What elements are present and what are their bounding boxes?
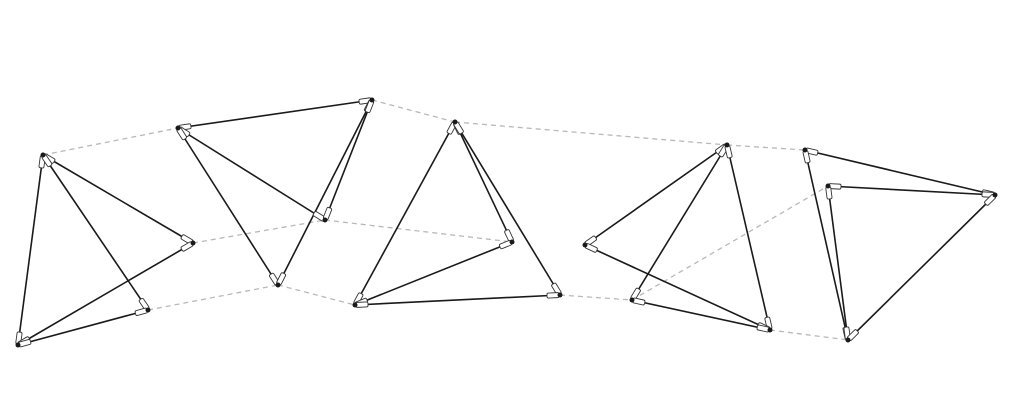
- joint-c1-connector-hub-icon: [134, 297, 151, 316]
- cable-c3-c4: [559, 294, 633, 301]
- joint-hub: [509, 239, 515, 245]
- joint-b4-connector-hub-icon: [582, 235, 598, 253]
- joint-a1-connector-hub-icon: [38, 152, 56, 169]
- strut-layer: [17, 99, 996, 346]
- joint-c4-connector-hub-icon: [629, 287, 646, 306]
- strut-a3-c3: [454, 121, 561, 296]
- joint-d2-connector-hub-icon: [269, 272, 287, 288]
- cable-a3-a4: [454, 121, 728, 146]
- connector-sleeve: [355, 301, 369, 308]
- joint-b2-connector-hub-icon: [358, 97, 375, 114]
- cable-b1-c2: [192, 219, 326, 244]
- joint-d1-connector-hub-icon: [15, 331, 32, 348]
- joint-hub: [582, 242, 588, 248]
- joint-c5-connector-hub-icon: [981, 189, 998, 206]
- joint-hub: [452, 119, 458, 125]
- joint-hub: [322, 217, 328, 223]
- strut-a1-c1: [42, 154, 149, 311]
- strut-b2-d2: [277, 99, 373, 286]
- connector-sleeve: [546, 292, 560, 299]
- cable-c1-d2: [147, 284, 279, 311]
- strut-a1-d1: [17, 154, 44, 346]
- joint-c2-connector-hub-icon: [312, 206, 333, 223]
- strut-a4-d4: [726, 144, 771, 331]
- joint-hub: [845, 337, 851, 343]
- joint-hub: [145, 307, 151, 313]
- cable-d4-d5: [769, 329, 849, 341]
- joint-a2-connector-hub-icon: [175, 123, 192, 141]
- strut-a5-d5: [804, 149, 849, 341]
- strut-a2-c2: [177, 127, 326, 221]
- strut-d3-b3: [354, 241, 513, 306]
- joint-hub: [557, 292, 563, 298]
- joint-hub: [369, 97, 375, 103]
- strut-d1-b1: [17, 242, 194, 346]
- strut-c5-d5: [847, 194, 996, 341]
- strut-a2-b2: [177, 99, 373, 129]
- connector-sleeve: [825, 186, 833, 200]
- joint-a5-connector-hub-icon: [802, 147, 819, 164]
- joint-b1-connector-hub-icon: [180, 234, 196, 252]
- joint-b5-connector-hub-icon: [825, 183, 842, 200]
- joint-hub: [992, 192, 998, 198]
- strut-d3-c3: [354, 294, 561, 306]
- strut-a4-c4: [631, 144, 728, 301]
- joint-hub: [825, 183, 831, 189]
- strut-a5-c5: [804, 149, 996, 196]
- cable-d2-d3: [277, 284, 356, 306]
- cable-b2-a3: [371, 99, 456, 123]
- connector-sleeve: [724, 145, 733, 159]
- strut-b4-d4: [584, 244, 771, 331]
- joint-hub: [275, 282, 281, 288]
- joint-hub: [15, 342, 21, 348]
- joint-d5-connector-hub-icon: [842, 326, 859, 343]
- cable-c4-b5: [631, 185, 829, 301]
- strut-a2-d2: [177, 127, 279, 286]
- joint-c3-connector-hub-icon: [546, 282, 563, 299]
- connector-sleeve: [632, 297, 646, 306]
- cable-a1-a2: [42, 127, 179, 156]
- joint-hub: [802, 147, 808, 153]
- joint-d3-connector-hub-icon: [352, 292, 369, 308]
- joint-a3-connector-hub-icon: [446, 119, 464, 135]
- strut-b5-c5: [827, 185, 996, 196]
- joint-hub: [724, 142, 730, 148]
- joint-hub: [175, 125, 181, 131]
- strut-b2-c2: [324, 99, 373, 221]
- strut-c4-d4: [631, 299, 771, 331]
- joint-hub: [767, 327, 773, 333]
- cable-a4-a5: [726, 144, 806, 151]
- joint-b3-connector-hub-icon: [499, 229, 515, 250]
- joint-hub: [190, 240, 196, 246]
- cable-c2-b3: [324, 219, 513, 243]
- strut-b5-d5: [827, 185, 849, 341]
- strut-d1-c1: [17, 309, 149, 346]
- cable-layer: [42, 99, 849, 341]
- strut-a4-b4: [584, 144, 728, 246]
- joint-hub: [629, 297, 635, 303]
- strut-a3-d3: [354, 121, 456, 306]
- joint-hub: [352, 302, 358, 308]
- joint-hub: [40, 152, 46, 158]
- joint-layer: [15, 97, 998, 348]
- joint-a4-connector-hub-icon: [715, 142, 733, 159]
- joint-d4-connector-hub-icon: [756, 316, 773, 333]
- strut-a1-b1: [42, 154, 194, 244]
- strut-a3-b3: [454, 121, 513, 243]
